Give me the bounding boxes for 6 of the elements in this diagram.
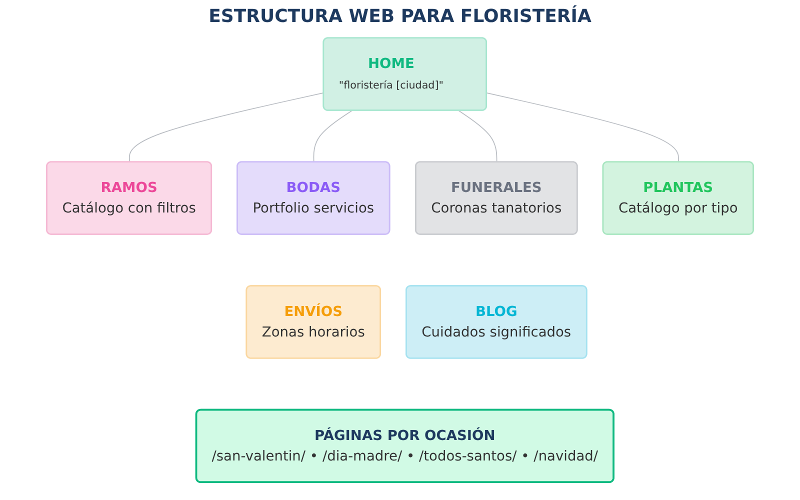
connector xyxy=(458,110,498,163)
connector xyxy=(313,110,352,163)
connector xyxy=(486,92,679,163)
connector xyxy=(128,92,324,163)
diagram-title: ESTRUCTURA WEB PARA FLORISTERÍA xyxy=(208,6,592,27)
site-structure-diagram: HOME "floristería [ciudad]" RAMOS Catálogo con filtros BODAS Portfolio servicios FUNERALES Coronas tanatorios PLANTAS Catálogo por tipo ENVÍOS Zonas horarios BLOG Cuidados significados PÁGINAS POR OCASIÓN /san-valentin/ • /dia-madre/ • /todos-santos/ • /navidad/ xyxy=(5,31,795,489)
